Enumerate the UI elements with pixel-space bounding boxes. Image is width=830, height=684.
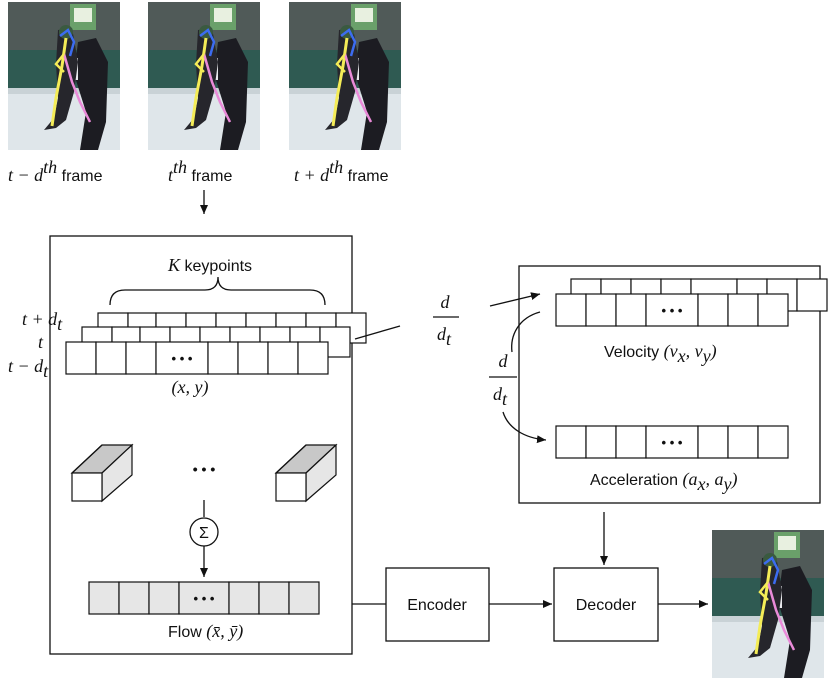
row-label-t-minus: t − dt bbox=[8, 356, 49, 381]
vel-front-cell bbox=[585, 293, 617, 327]
kp-front-cell bbox=[95, 341, 127, 375]
kp-front-cell bbox=[237, 341, 269, 375]
kp-front-cell bbox=[267, 341, 299, 375]
acc-cell bbox=[645, 425, 699, 459]
acc-cell bbox=[697, 425, 729, 459]
velocity-arrays: • • • bbox=[555, 278, 828, 327]
curve-velocity-to-derivative bbox=[511, 311, 541, 353]
acc-cell bbox=[757, 425, 789, 459]
cubes-ellipsis: • • • bbox=[193, 461, 216, 477]
flow-cell bbox=[148, 581, 180, 615]
kp-front-cell bbox=[65, 341, 97, 375]
sum-symbol: Σ bbox=[199, 525, 209, 542]
velocity-label: Velocity (vx, vy) bbox=[604, 341, 717, 366]
flow-cell bbox=[228, 581, 260, 615]
derivative2-numerator: d bbox=[499, 351, 509, 371]
flow-label: Flow (x̄, ȳ) bbox=[168, 621, 243, 642]
derivative-numerator: d bbox=[441, 292, 451, 312]
encoder-label: Encoder bbox=[407, 597, 467, 614]
frame-label-current: tth frame bbox=[168, 157, 232, 185]
vel-front-cell bbox=[615, 293, 647, 327]
acc-cell bbox=[615, 425, 647, 459]
frame-image-prev bbox=[6, 0, 122, 152]
flow-cube-left bbox=[70, 443, 134, 503]
kp-front-cell bbox=[125, 341, 157, 375]
keypoints-label: K keypoints bbox=[167, 255, 252, 275]
acceleration-label: Acceleration (ax, ay) bbox=[590, 469, 738, 494]
feature-extraction-box bbox=[49, 235, 353, 655]
acceleration-array: • • • bbox=[555, 425, 789, 459]
acc-cell bbox=[585, 425, 617, 459]
line-to-derivative bbox=[354, 325, 401, 340]
row-label-t-plus: t + dt bbox=[22, 309, 63, 334]
decoder-label: Decoder bbox=[576, 597, 637, 614]
coord-label: (x, y) bbox=[172, 377, 209, 398]
kp-front-ellipsis: • • • bbox=[172, 351, 193, 366]
vel-front-cell bbox=[555, 293, 587, 327]
keypoints-brace bbox=[109, 276, 326, 306]
frame-image-current bbox=[146, 0, 262, 152]
vel-front-cell bbox=[727, 293, 759, 327]
flow-ellipsis: • • • bbox=[194, 591, 215, 606]
flow-cell bbox=[178, 581, 230, 615]
frame-image-next bbox=[287, 0, 403, 152]
acc-cell bbox=[555, 425, 587, 459]
kp-front-cell bbox=[297, 341, 329, 375]
acc-ellipsis: • • • bbox=[662, 435, 683, 450]
derivative-denominator: dt bbox=[437, 324, 452, 349]
vel-front-cell bbox=[757, 293, 789, 327]
keypoint-arrays: • • • bbox=[65, 312, 367, 375]
flow-cell bbox=[88, 581, 120, 615]
flow-cell bbox=[118, 581, 150, 615]
acc-cell bbox=[727, 425, 759, 459]
vel-front-cell bbox=[697, 293, 729, 327]
motion-box bbox=[518, 265, 821, 504]
vel-back-cell bbox=[796, 278, 828, 312]
flow-cube-right bbox=[274, 443, 338, 503]
arrow-to-acceleration bbox=[502, 411, 547, 444]
vel-front-cell bbox=[645, 293, 699, 327]
frame-label-prev: t − dth frame bbox=[8, 157, 103, 185]
flow-array: • • • bbox=[88, 581, 320, 615]
output-frame-image bbox=[710, 528, 826, 680]
flow-cell bbox=[288, 581, 320, 615]
arrow-to-velocity bbox=[489, 292, 541, 307]
row-label-t: t bbox=[38, 332, 44, 352]
kp-front-cell bbox=[207, 341, 239, 375]
kp-front-cell bbox=[155, 341, 209, 375]
flow-cell bbox=[258, 581, 290, 615]
frame-label-next: t + dth frame bbox=[294, 157, 389, 185]
vel-front-ellipsis: • • • bbox=[662, 303, 683, 318]
derivative2-denominator: dt bbox=[493, 384, 508, 409]
